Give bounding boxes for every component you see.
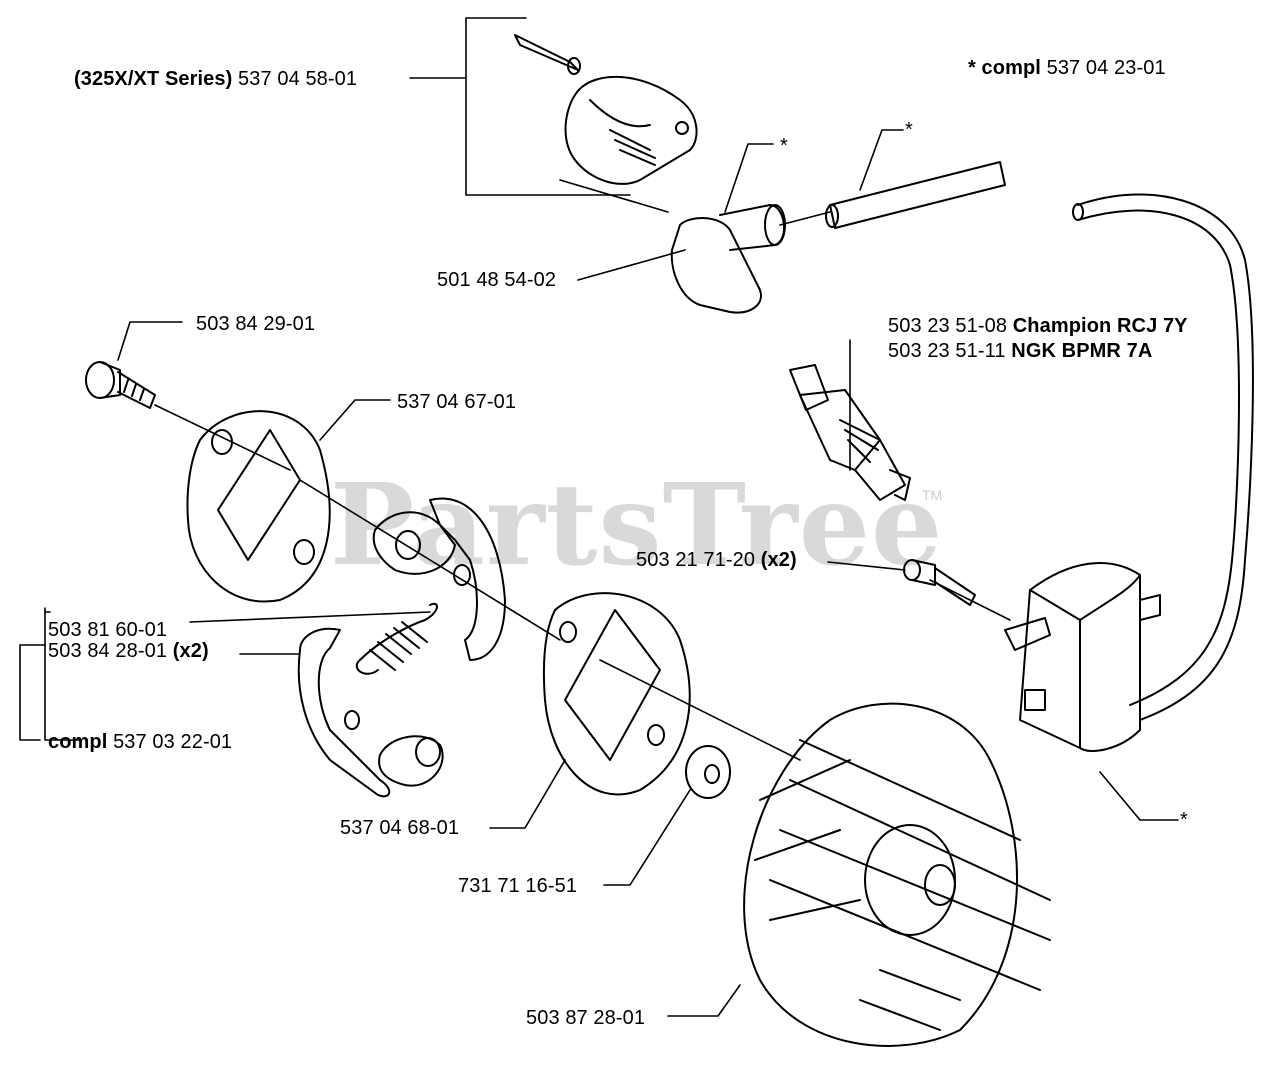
spark-boot-drawing: [670, 204, 786, 314]
plug-name: Champion RCJ 7Y: [1012, 315, 1188, 337]
lead-tube-drawing: [825, 161, 1006, 229]
rubber-cover-drawing: [514, 34, 698, 185]
clutch-shoe-label: 503 84 28-01 (x2): [48, 641, 209, 661]
washer-drawing: [685, 745, 731, 799]
clutch-shoe-lower-drawing: [297, 627, 444, 798]
compl-prefix: compl: [48, 731, 108, 753]
top-screw-drawing: [85, 361, 156, 409]
clutch-compl-label: compl 537 03 22-01: [48, 732, 232, 752]
series-prefix: (325X/XT Series): [74, 68, 233, 90]
part-number: 503 23 51-08: [888, 315, 1008, 337]
part-number: 503 84 28-01: [48, 640, 168, 662]
leader-lines: [19, 17, 1179, 1017]
spring-drawing: [355, 602, 438, 675]
flywheel-drawing: [743, 702, 1051, 1047]
part-number: 537 04 23-01: [1046, 57, 1166, 79]
spark-champion-label: 503 23 51-08 Champion RCJ 7Y: [888, 316, 1188, 336]
boot-label: 501 48 54-02: [437, 269, 557, 291]
top-plate-label: 537 04 67-01: [397, 391, 517, 413]
part-number: 503 23 51-11: [888, 340, 1006, 362]
compl-prefix: * compl: [968, 57, 1041, 79]
rubber-cover-label: (325X/XT Series) 537 04 58-01: [74, 69, 357, 89]
part-number: 537 04 58-01: [238, 68, 358, 90]
washer-label: 731 71 16-51: [458, 875, 578, 897]
spark-ngk-label: 503 23 51-11 NGK BPMR 7A: [888, 341, 1152, 361]
coil-screw-drawing: [903, 559, 976, 606]
top-screw-label: 503 84 29-01: [196, 313, 316, 335]
quantity: (x2): [172, 640, 209, 662]
part-number: 537 03 22-01: [113, 731, 233, 753]
plug-name: NGK BPMR 7A: [1011, 340, 1153, 362]
trademark-mark: TM: [922, 487, 943, 503]
star-marker-boot: *: [780, 135, 788, 157]
flywheel-label: 503 87 28-01: [526, 1007, 646, 1029]
clutch-shoe-upper-drawing: [372, 497, 506, 661]
ht-lead-drawing: [1072, 193, 1254, 721]
compl-note-label: * compl 537 04 23-01: [968, 58, 1166, 78]
coil-screw-label: 503 21 71-20 (x2): [636, 550, 797, 570]
quantity: (x2): [760, 549, 797, 571]
star-marker-tube: *: [905, 119, 913, 141]
ignition-module-drawing: [1004, 562, 1161, 752]
spring-label: 503 81 60-01: [48, 619, 168, 641]
spark-plug-drawing: [789, 364, 911, 501]
star-marker-module: *: [1180, 809, 1188, 831]
top-plate-drawing: [186, 410, 331, 603]
lower-plate-drawing: [542, 592, 691, 796]
lower-plate-label: 537 04 68-01: [340, 817, 460, 839]
part-number: 503 21 71-20: [636, 549, 756, 571]
